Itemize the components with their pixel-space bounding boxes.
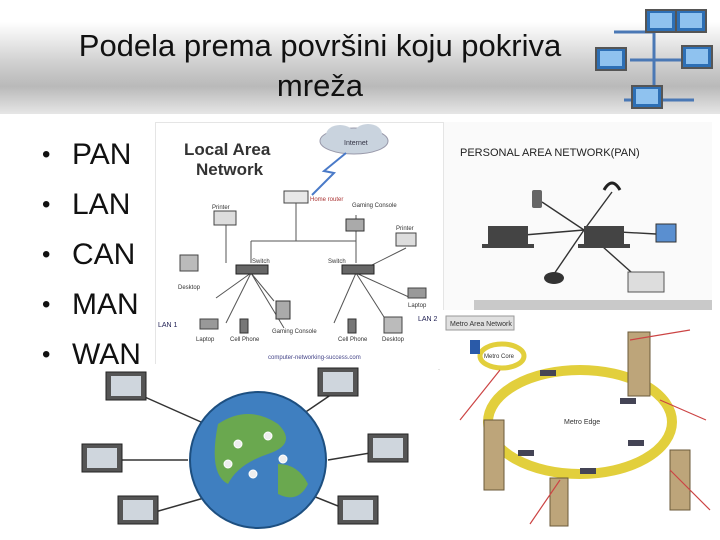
- lan-watermark: computer-networking-success.com: [268, 355, 361, 361]
- internet-cloud-icon: [319, 124, 389, 155]
- globe-icon: [189, 391, 327, 529]
- desktop-left-icon: [179, 254, 199, 272]
- lan-heading-line-1: Local Area: [184, 140, 271, 159]
- cellphone-left-label: Cell Phone: [230, 337, 260, 343]
- router-label: Home router: [310, 197, 343, 203]
- gaming-right-label: Gaming Console: [352, 203, 397, 209]
- page-title: Podela prema površini koju pokriva mreža: [40, 26, 600, 106]
- network-computers-icon: [595, 9, 713, 109]
- mouse-icon: [544, 272, 564, 284]
- title-line-1: Podela prema površini koju pokriva: [78, 28, 562, 63]
- laptop-left-icon: [199, 318, 219, 330]
- lan1-label: LAN 1: [158, 322, 178, 329]
- pan-diagram-svg: PERSONAL AREA NETWORK(PAN): [444, 122, 712, 312]
- bullet-man: MAN: [40, 280, 141, 330]
- headset-icon: [602, 181, 622, 191]
- lan2-label: LAN 2: [418, 316, 438, 323]
- laptop-right-label: Laptop: [408, 303, 427, 309]
- lightning-icon: [311, 152, 347, 196]
- server-rack-icon: [470, 340, 480, 354]
- metro-core-label: Metro Core: [484, 354, 515, 360]
- switch-right-label: Switch: [328, 259, 346, 265]
- desktop-left-label: Desktop: [178, 285, 201, 291]
- cellphone-right-icon: [347, 318, 357, 334]
- wan-computer-icons: [81, 367, 409, 525]
- desktop-right-icon: [383, 316, 403, 334]
- bullet-lan: LAN: [40, 180, 141, 230]
- printer-icon: [627, 271, 665, 293]
- man-diagram: Metro Area Network Metro Core Metro Edge: [440, 310, 720, 540]
- desktop-right-label: Desktop: [382, 337, 405, 343]
- metro-core-ring: [477, 341, 527, 371]
- internet-label: Internet: [344, 140, 368, 147]
- laptop-left-label: Laptop: [196, 337, 215, 343]
- laptop-right-icon: [407, 287, 427, 299]
- router-icon: [283, 190, 309, 204]
- bullet-can: CAN: [40, 230, 141, 280]
- wan-diagram-svg: [81, 367, 409, 529]
- laptop-left-icon: [482, 226, 534, 248]
- gaming-console-right-icon: [345, 218, 365, 232]
- bullet-list: PAN LAN CAN MAN WAN: [40, 130, 141, 380]
- mobile-phone-icon: [532, 190, 542, 208]
- man-diagram-svg: Metro Area Network Metro Core Metro Edge: [445, 315, 711, 527]
- gaming-console-left-icon: [275, 300, 291, 320]
- printer-left-icon: [213, 210, 237, 226]
- switch-right-icon: [341, 264, 375, 275]
- gaming-left-label: Gaming Console: [272, 329, 317, 335]
- cellphone-left-icon: [239, 318, 249, 334]
- building-icons: [483, 331, 691, 527]
- printer-left-label: Printer: [212, 205, 230, 211]
- cellphone-right-label: Cell Phone: [338, 337, 368, 343]
- router-icons: [518, 370, 644, 474]
- pan-heading: PERSONAL AREA NETWORK(PAN): [460, 147, 640, 159]
- lan-diagram-svg: Local Area Network Internet Home router …: [158, 124, 438, 361]
- pan-diagram: PERSONAL AREA NETWORK(PAN): [444, 122, 712, 312]
- lan-diagram: Local Area Network Internet Home router …: [155, 122, 444, 370]
- pda-icon: [655, 223, 677, 243]
- lan-heading-line-2: Network: [196, 160, 264, 179]
- globe-land: [214, 414, 286, 484]
- switch-left-label: Switch: [252, 259, 270, 265]
- man-banner: Metro Area Network: [450, 321, 512, 328]
- bullet-pan: PAN: [40, 130, 141, 180]
- laptop-right-icon: [578, 226, 630, 248]
- metro-edge-label: Metro Edge: [564, 419, 600, 426]
- title-line-2: mreža: [276, 68, 364, 103]
- switch-left-icon: [235, 264, 269, 275]
- wan-diagram: [78, 364, 438, 540]
- printer-right-label: Printer: [396, 226, 414, 232]
- printer-right-icon: [395, 232, 417, 247]
